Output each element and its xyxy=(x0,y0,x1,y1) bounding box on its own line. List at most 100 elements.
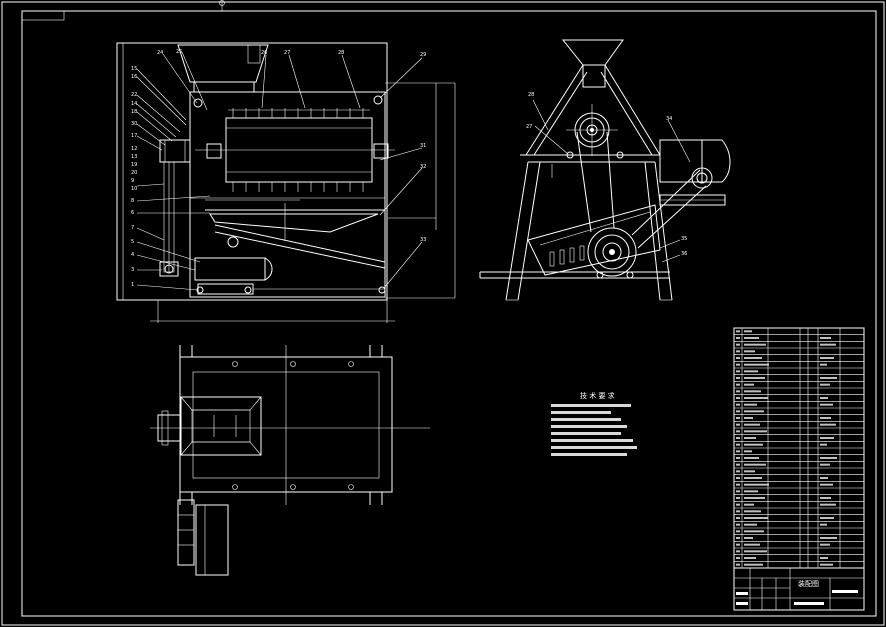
parts-cell-mark xyxy=(744,423,760,426)
top-view xyxy=(150,345,430,576)
parts-cell-mark xyxy=(820,457,837,459)
parts-cell-mark xyxy=(820,497,831,499)
svg-text:10: 10 xyxy=(131,186,137,192)
parts-cell-mark xyxy=(736,557,740,559)
parts-cell-mark xyxy=(736,517,740,519)
parts-cell-mark xyxy=(736,530,740,533)
svg-text:20: 20 xyxy=(131,170,137,176)
parts-cell-mark xyxy=(744,463,766,466)
svg-text:9: 9 xyxy=(131,178,134,184)
svg-text:15: 15 xyxy=(131,66,137,72)
parts-cell-mark xyxy=(736,370,740,373)
svg-text:22: 22 xyxy=(131,92,137,98)
parts-cell-mark xyxy=(744,530,764,533)
svg-text:19: 19 xyxy=(131,162,137,168)
parts-cell-mark xyxy=(744,430,767,433)
tech-requirements-heading: 技 术 要 求 xyxy=(580,391,615,400)
parts-cell-mark xyxy=(744,403,757,406)
svg-text:34: 34 xyxy=(666,116,672,122)
parts-cell-mark xyxy=(820,423,836,426)
parts-cell-mark xyxy=(744,357,762,359)
parts-cell-mark xyxy=(820,417,831,419)
parts-cell-mark xyxy=(744,503,754,506)
parts-cell-mark xyxy=(736,450,740,453)
parts-cell-mark xyxy=(744,537,753,539)
svg-text:27: 27 xyxy=(284,50,290,56)
parts-cell-mark xyxy=(820,343,836,346)
parts-cell-mark xyxy=(744,497,765,499)
svg-text:25: 25 xyxy=(176,49,182,55)
parts-cell-mark xyxy=(744,343,766,346)
parts-cell-mark xyxy=(820,363,827,366)
parts-cell-mark xyxy=(744,457,759,459)
parts-cell-mark xyxy=(744,483,769,486)
svg-text:17: 17 xyxy=(131,133,137,139)
svg-text:7: 7 xyxy=(131,225,134,231)
parts-cell-mark xyxy=(736,343,740,346)
svg-text:5: 5 xyxy=(131,239,134,245)
parts-cell-mark xyxy=(736,563,740,566)
parts-cell-mark xyxy=(820,337,831,339)
parts-cell-mark xyxy=(744,470,755,473)
parts-cell-mark xyxy=(744,510,761,513)
parts-cell-mark xyxy=(744,543,760,546)
parts-cell-mark xyxy=(820,557,828,559)
parts-cell-mark xyxy=(820,483,833,486)
parts-cell-mark xyxy=(820,377,837,379)
parts-cell-mark xyxy=(736,363,740,366)
svg-text:28: 28 xyxy=(528,92,534,98)
parts-cell-mark xyxy=(736,410,740,413)
parts-cell-mark xyxy=(820,503,836,506)
parts-cell-mark xyxy=(744,390,761,393)
svg-text:31: 31 xyxy=(420,143,426,149)
parts-cell-mark xyxy=(744,330,752,333)
parts-cell-mark xyxy=(744,517,768,519)
parts-cell-mark xyxy=(736,390,740,393)
parts-cell-mark xyxy=(820,397,828,399)
parts-cell-mark xyxy=(736,383,740,386)
parts-cell-mark xyxy=(736,437,740,439)
svg-text:3: 3 xyxy=(131,267,134,273)
parts-cell-mark xyxy=(736,497,740,499)
svg-text:29: 29 xyxy=(420,52,426,58)
parts-cell-mark xyxy=(744,477,762,479)
parts-cell-mark xyxy=(736,397,740,399)
svg-text:1: 1 xyxy=(131,282,134,288)
parts-cell-mark xyxy=(736,510,740,513)
parts-cell-mark xyxy=(736,443,740,446)
parts-cell-mark xyxy=(744,490,758,493)
parts-cell-mark xyxy=(820,383,830,386)
parts-cell-mark xyxy=(736,463,740,466)
parts-cell-mark xyxy=(744,377,765,379)
svg-text:35: 35 xyxy=(681,236,687,242)
parts-cell-mark xyxy=(744,550,767,553)
svg-text:36: 36 xyxy=(681,251,687,257)
parts-cell-mark xyxy=(744,443,763,446)
parts-cell-mark xyxy=(820,517,834,519)
svg-text:32: 32 xyxy=(420,164,426,170)
svg-text:24: 24 xyxy=(157,50,163,56)
parts-cell-mark xyxy=(820,563,833,566)
parts-cell-mark xyxy=(820,357,834,359)
parts-cell-mark xyxy=(744,450,752,453)
parts-cell-mark xyxy=(736,403,740,406)
svg-text:30: 30 xyxy=(131,121,137,127)
svg-text:27: 27 xyxy=(526,124,532,130)
svg-text:33: 33 xyxy=(420,237,426,243)
parts-cell-mark xyxy=(744,523,757,526)
parts-cell-mark xyxy=(820,523,827,526)
parts-cell-mark xyxy=(736,483,740,486)
parts-cell-mark xyxy=(744,383,754,386)
parts-cell-mark xyxy=(736,550,740,553)
parts-cell-mark xyxy=(820,477,828,479)
svg-text:4: 4 xyxy=(131,252,134,258)
parts-cell-mark xyxy=(744,337,759,339)
parts-cell-mark xyxy=(736,490,740,493)
parts-cell-mark xyxy=(736,423,740,426)
parts-list xyxy=(733,327,865,569)
front-section-view: 24 25 15 16 22 14 18 30 17 12 13 19 20 9… xyxy=(116,42,456,323)
parts-cell-mark xyxy=(744,397,768,399)
parts-cell-mark xyxy=(820,537,837,539)
